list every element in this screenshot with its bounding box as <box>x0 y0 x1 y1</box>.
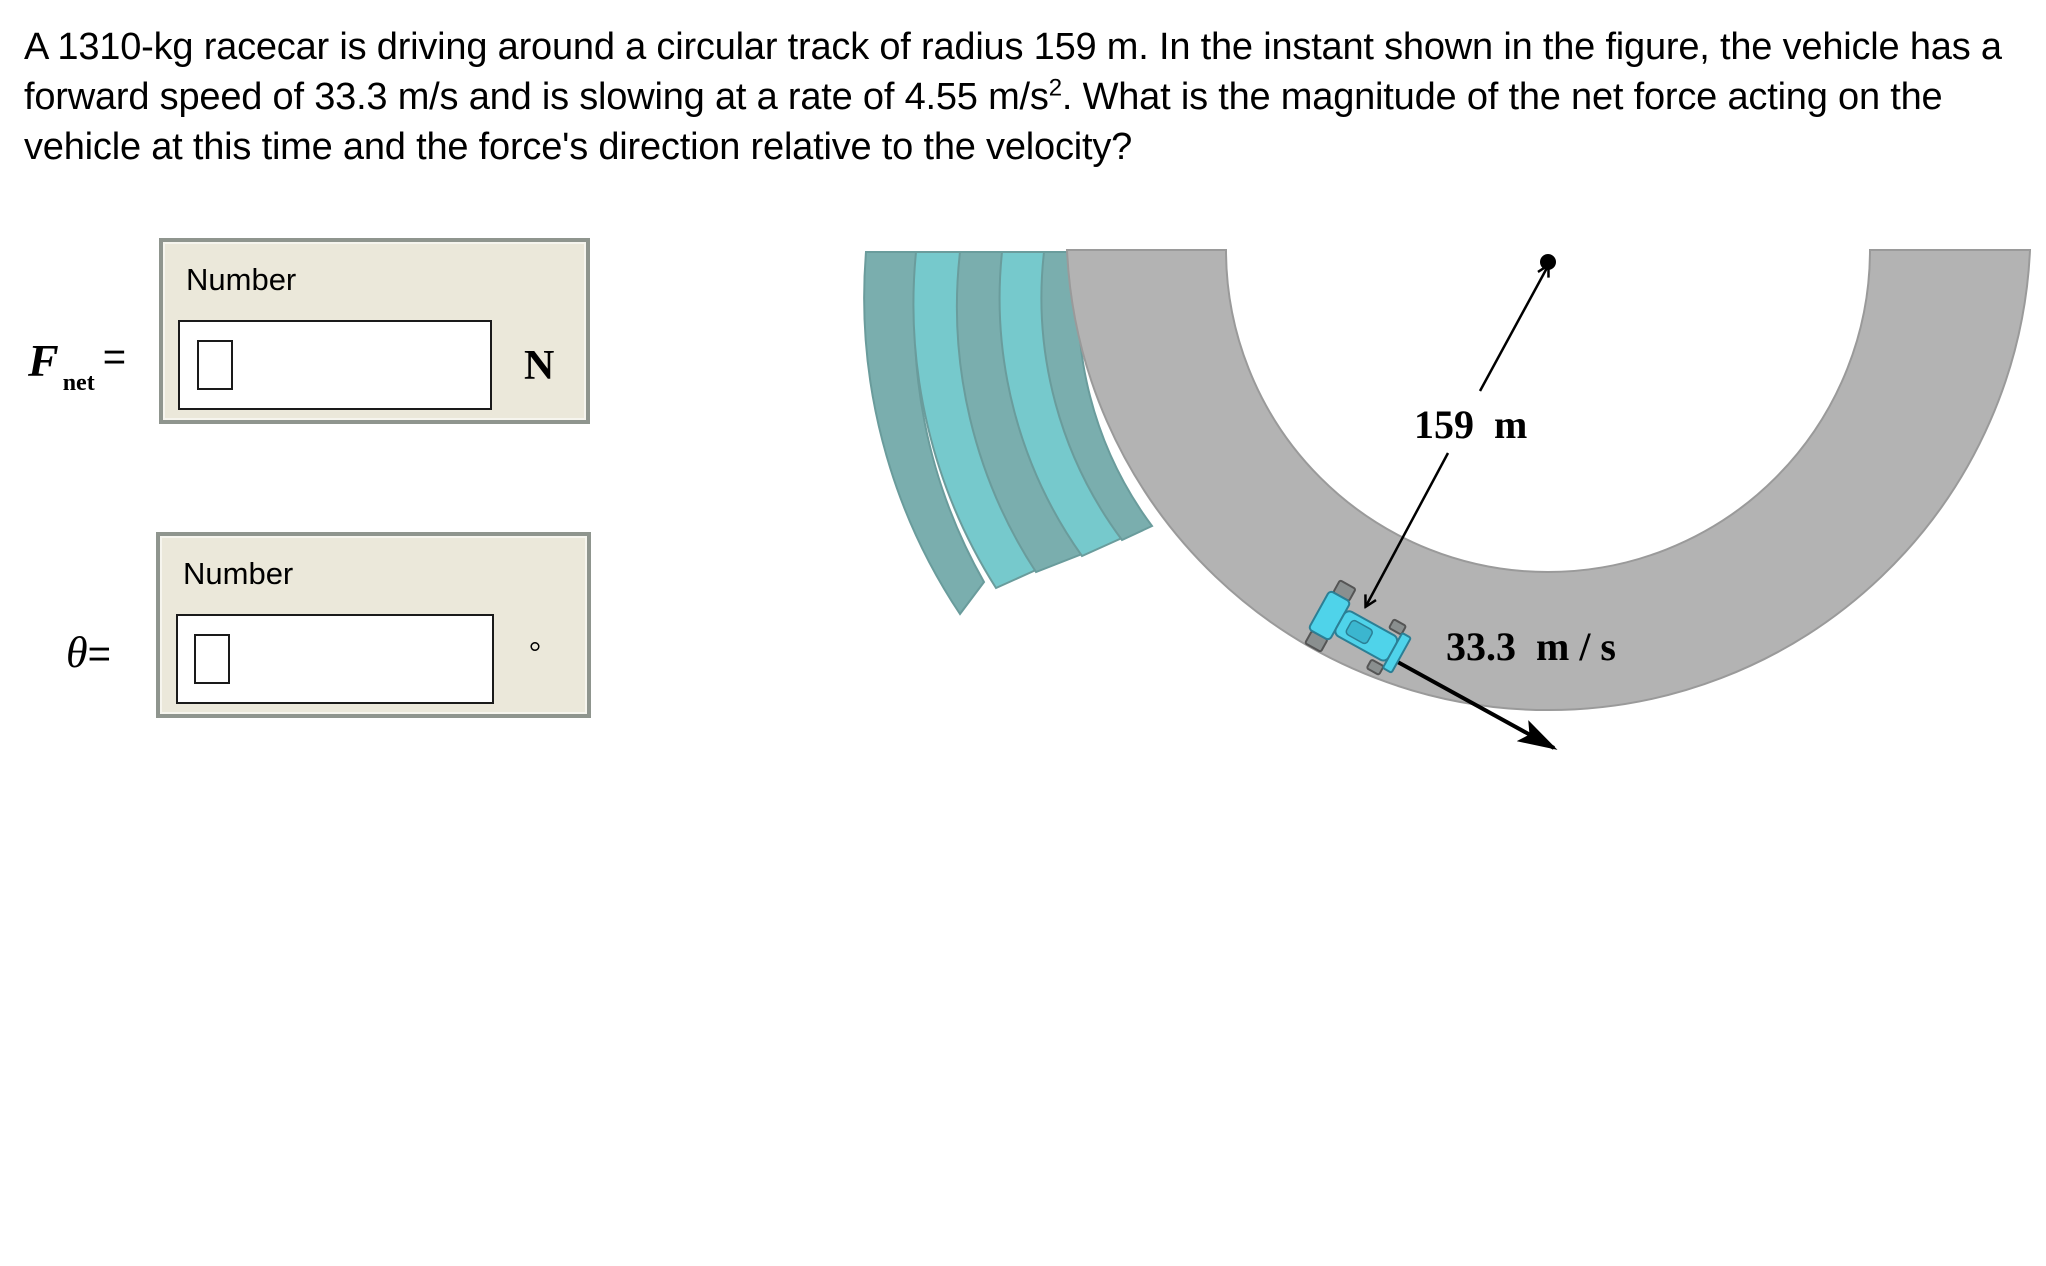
radius-label: 159 m <box>1414 402 1527 447</box>
theta-equals: = <box>87 632 111 676</box>
question-part2: . What is the magnitude of the net force… <box>24 76 1943 168</box>
grandstand <box>863 251 1154 616</box>
track-figure: 159 m 33.3 m / s <box>863 249 2032 750</box>
theta-unit: ° <box>529 636 541 669</box>
speed-label: 33.3 m / s <box>1446 624 1616 669</box>
fnet-equals: = <box>102 335 127 379</box>
fnet-subscript: net <box>62 370 95 396</box>
velocity-arrow <box>1393 658 1558 750</box>
theta-box-title: Number <box>183 556 294 591</box>
fnet-answer-box: Number N <box>159 238 590 424</box>
theta-number-input[interactable] <box>176 614 494 704</box>
question-part1: A 1310-kg racecar is driving around a ci… <box>24 26 2002 118</box>
theta-symbol: θ <box>66 628 88 677</box>
fnet-number-input[interactable] <box>178 320 492 410</box>
radius-arrow-lower <box>1366 452 1450 606</box>
question-superscript: 2 <box>1048 74 1062 102</box>
racecar <box>1304 579 1412 676</box>
fnet-box-title: Number <box>186 262 297 297</box>
fnet-unit: N <box>524 343 555 389</box>
fnet-symbol: F <box>28 335 59 386</box>
radius-arrow-upper <box>1478 266 1548 392</box>
theta-answer-box: Number ° <box>156 532 591 718</box>
question-text: A 1310-kg racecar is driving around a ci… <box>24 22 2014 172</box>
theta-label: θ= <box>66 627 111 678</box>
